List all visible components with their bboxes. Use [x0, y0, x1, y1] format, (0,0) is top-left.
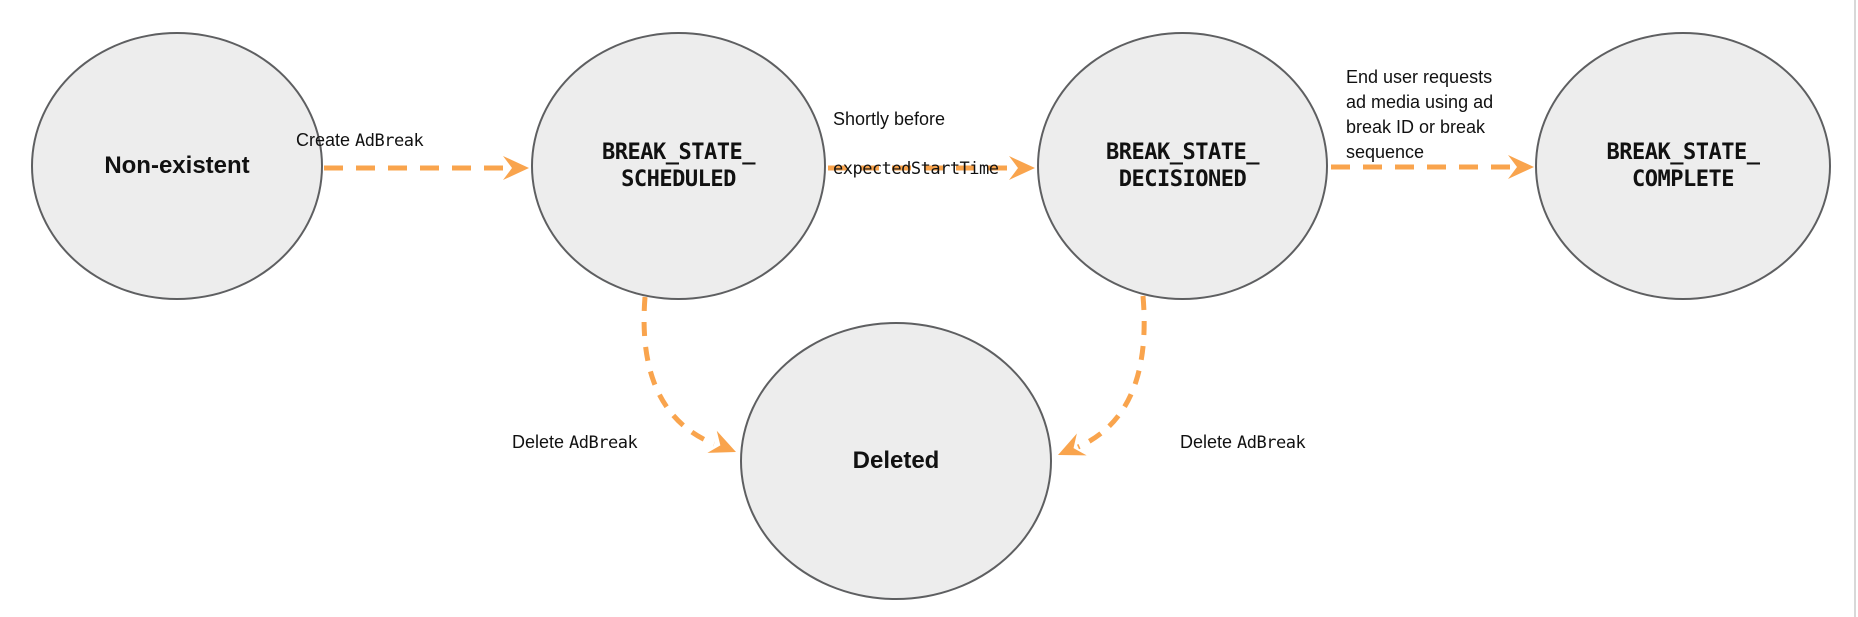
edge-label-create-sans: Create [296, 130, 356, 150]
edge-label-shortly-sans: Shortly before [833, 109, 946, 129]
edge-label-delete-left-sans: Delete [512, 432, 570, 452]
edge-label-delete-adbreak-left: Delete AdBreak [512, 405, 638, 456]
edge-label-delete-left-mono: AdBreak [569, 433, 638, 453]
edge-label-shortly-before: Shortly before expectedStartTime [833, 82, 999, 207]
edge-delete-left-arrowhead-icon [707, 430, 736, 453]
edge-delete-right-line [1076, 295, 1147, 450]
state-label-break-state-decisioned: BREAK_STATE_ DECISIONED [1106, 140, 1259, 192]
edge-label-delete-right-sans: Delete [1180, 432, 1238, 452]
edge-label-delete-right-mono: AdBreak [1237, 433, 1306, 453]
edge-delete-right-arrowhead-icon [1058, 433, 1087, 456]
edge-label-shortly-mono: expectedStartTime [833, 159, 999, 179]
state-node-deleted: Deleted [740, 322, 1052, 600]
edge-delete-left-line [641, 296, 715, 447]
state-node-non-existent: Non-existent [31, 32, 323, 300]
edge-label-create-adbreak: Create AdBreak [296, 103, 424, 154]
state-node-break-state-complete: BREAK_STATE_ COMPLETE [1535, 32, 1831, 300]
content-edge-divider [1854, 0, 1856, 617]
edge-create-adbreak-arrowhead-icon [503, 156, 529, 180]
edge-shortly-before-arrowhead-icon [1009, 156, 1035, 180]
state-label-deleted: Deleted [852, 447, 940, 474]
edge-label-create-mono: AdBreak [355, 131, 424, 151]
edge-label-end-user-requests: End user requests ad media using ad brea… [1346, 40, 1536, 165]
state-label-non-existent: Non-existent [104, 152, 250, 179]
state-label-break-state-scheduled: BREAK_STATE_ SCHEDULED [602, 140, 755, 192]
edge-label-delete-adbreak-right: Delete AdBreak [1180, 405, 1306, 456]
edge-label-end-user-text: End user requests ad media using ad brea… [1346, 67, 1494, 162]
state-label-break-state-complete: BREAK_STATE_ COMPLETE [1606, 140, 1760, 192]
state-node-break-state-scheduled: BREAK_STATE_ SCHEDULED [531, 32, 826, 300]
state-node-break-state-decisioned: BREAK_STATE_ DECISIONED [1037, 32, 1328, 300]
edge-end-user-arrowhead-icon [1508, 155, 1534, 179]
